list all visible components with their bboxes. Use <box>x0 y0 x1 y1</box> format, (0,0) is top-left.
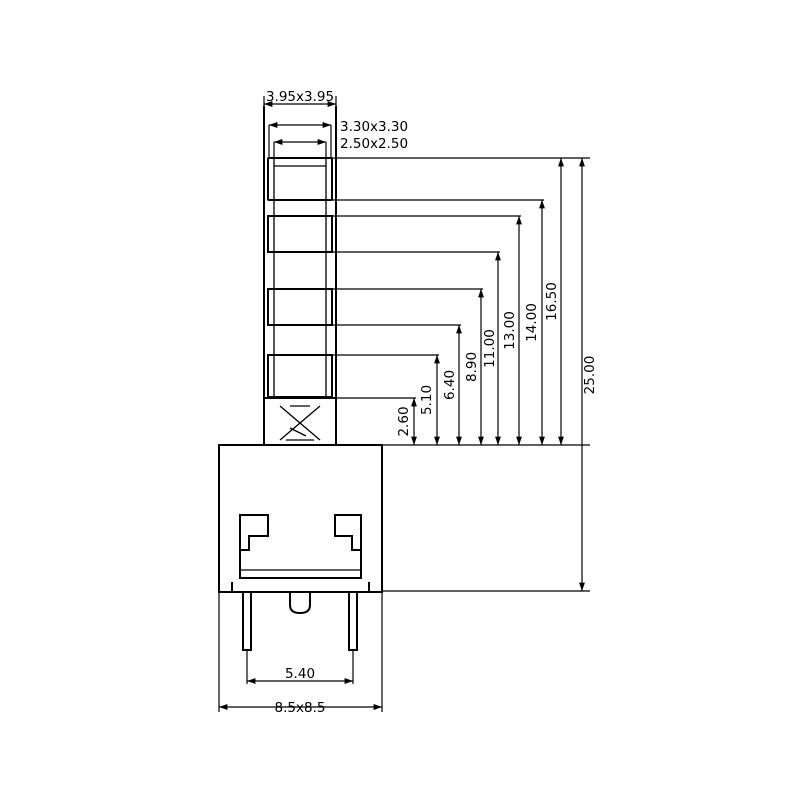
left-pin <box>242 591 252 651</box>
plunger-step-1 <box>267 215 333 253</box>
dim-label-inner: 2.50x2.50 <box>340 136 408 152</box>
height-dim-label-7: 16.50 <box>544 282 560 321</box>
height-dim-label-0: 2.60 <box>396 406 412 436</box>
housing <box>218 444 383 593</box>
dim-label-mid: 3.30x3.30 <box>340 119 408 135</box>
dim-label-base: 8.5x8.5 <box>275 700 326 716</box>
height-dim-label-4: 11.00 <box>482 329 498 368</box>
spring-symbol <box>279 405 321 441</box>
plunger-cap <box>267 157 333 201</box>
plunger-step-3 <box>267 354 333 398</box>
height-dim-label-6: 14.00 <box>524 303 540 342</box>
height-dim-label-3: 8.90 <box>464 352 480 382</box>
center-pin <box>289 592 311 615</box>
height-dim-label-2: 6.40 <box>442 370 458 400</box>
plunger <box>263 106 337 445</box>
overall-height-dimension: 25.00 <box>332 157 598 592</box>
terminal-pins <box>242 591 358 651</box>
dim-label-outer: 3.95x3.95 <box>266 89 334 105</box>
dim-label-overall: 25.00 <box>582 356 598 395</box>
plunger-step-2 <box>267 288 333 326</box>
top-dimensions: 3.95x3.95 3.30x3.30 2.50x2.50 <box>263 89 408 158</box>
height-dim-label-5: 13.00 <box>502 311 518 350</box>
dim-label-pin-pitch: 5.40 <box>285 666 315 682</box>
height-dim-label-1: 5.10 <box>419 385 435 415</box>
bottom-dimensions: 5.40 8.5x8.5 <box>218 592 383 716</box>
right-pin <box>348 591 358 651</box>
